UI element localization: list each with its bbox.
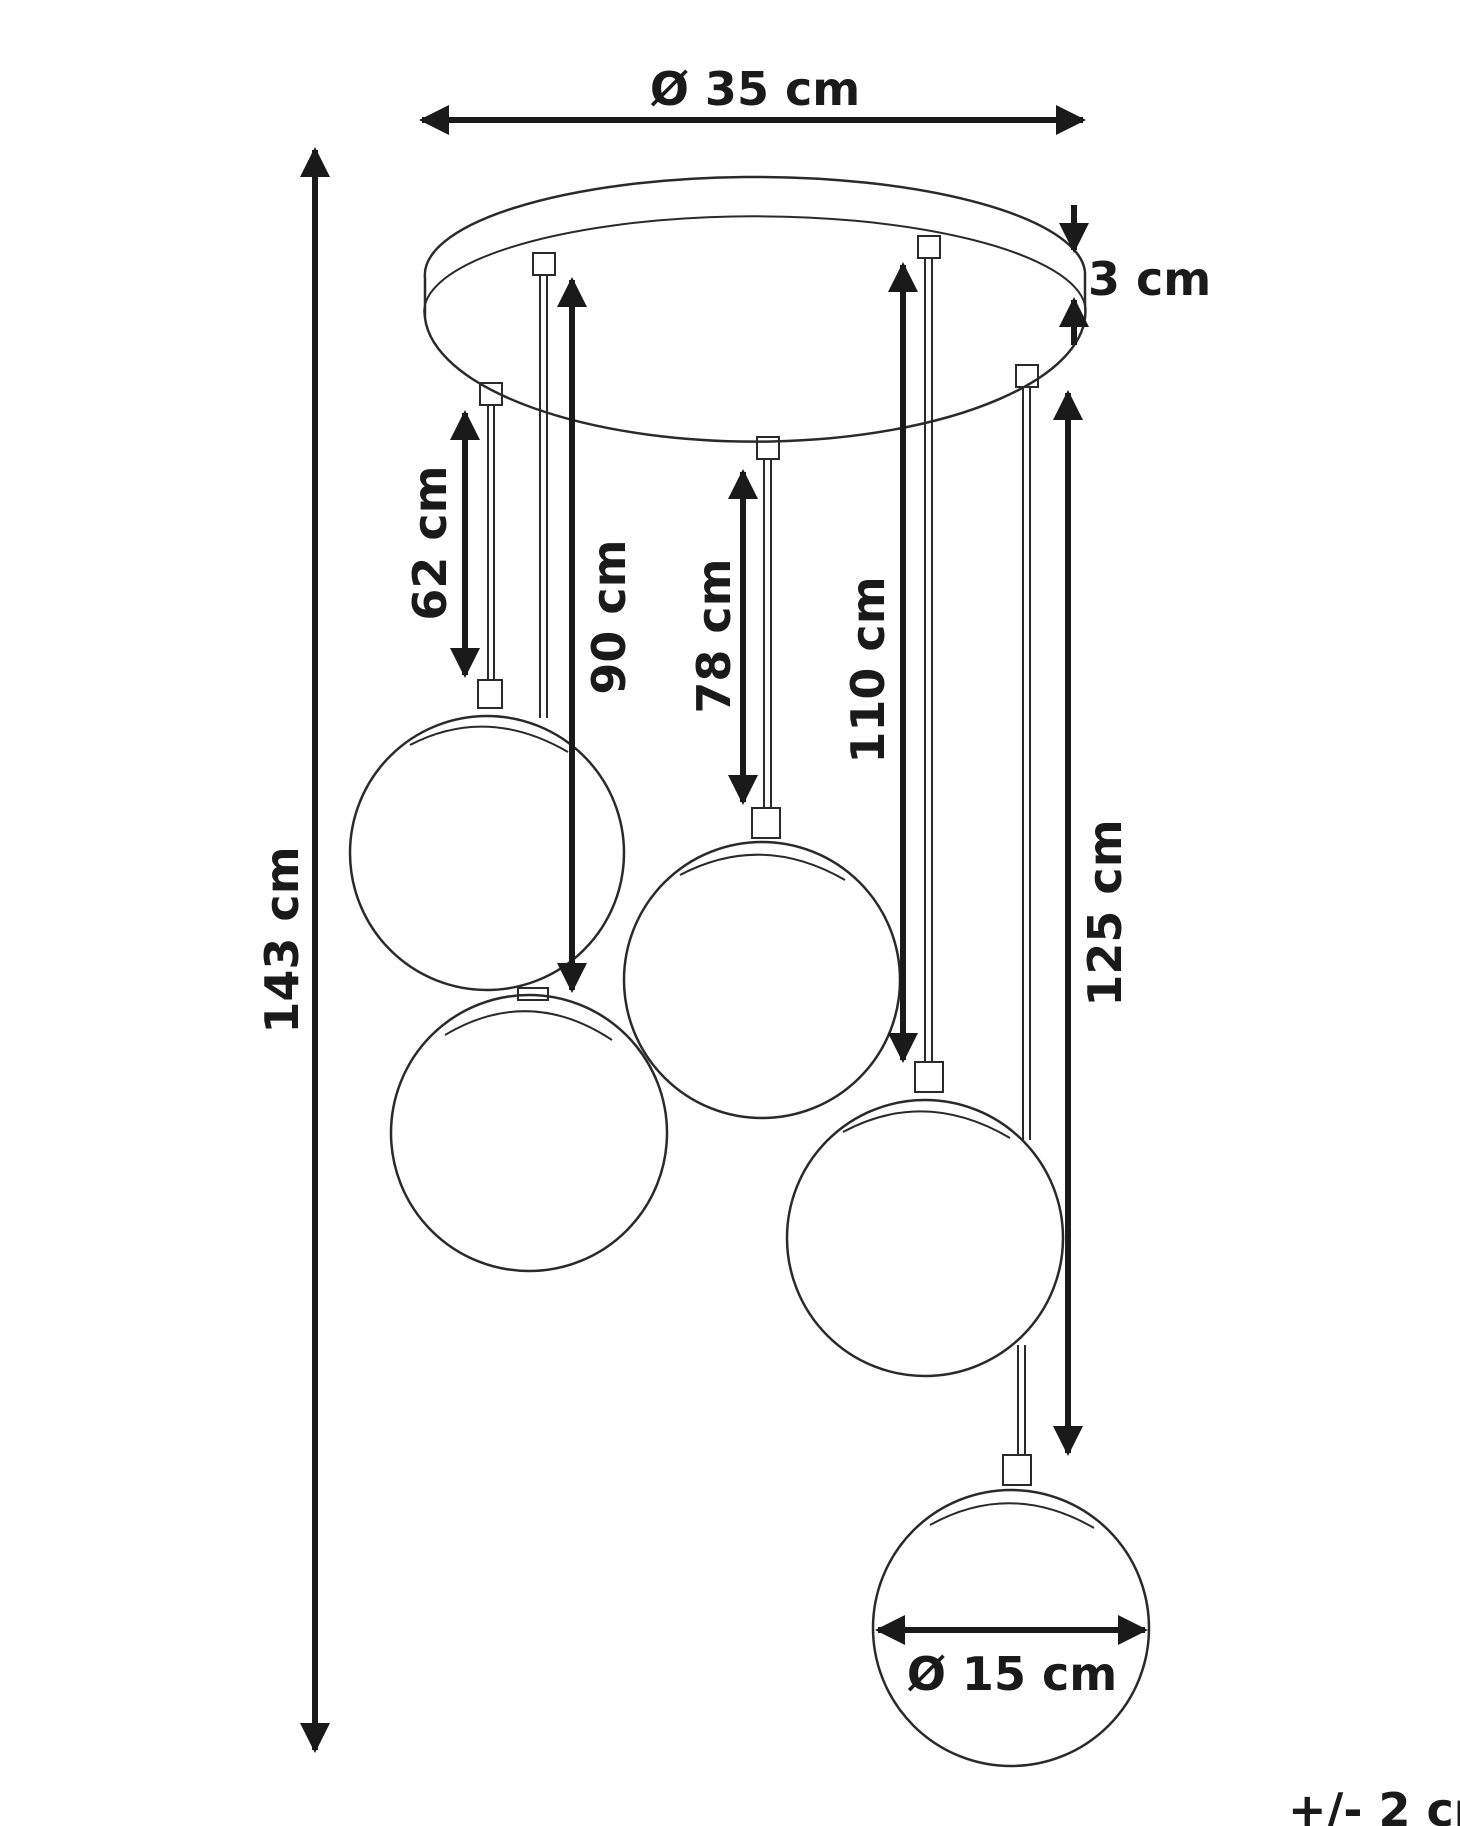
pendant-4 bbox=[785, 235, 1065, 1378]
drop-4-label: 110 cm bbox=[841, 576, 895, 763]
pendant-2 bbox=[389, 252, 669, 1273]
pendant-1 bbox=[348, 382, 626, 992]
total-height-label: 143 cm bbox=[255, 846, 309, 1033]
pendant-5 bbox=[871, 364, 1151, 1768]
globe-diameter-label: Ø 15 cm bbox=[907, 1647, 1117, 1701]
canopy-diameter-label: Ø 35 cm bbox=[650, 62, 860, 116]
drop-2-label: 90 cm bbox=[582, 539, 636, 694]
pendant-3 bbox=[622, 436, 902, 1120]
canopy-height-label: 3 cm bbox=[1088, 252, 1211, 306]
drop-5-label: 125 cm bbox=[1078, 819, 1132, 1006]
drop-3-label: 78 cm bbox=[687, 558, 741, 713]
tolerance-label: +/- 2 cm bbox=[1288, 1783, 1460, 1826]
canopy bbox=[423, 175, 1087, 443]
drop-1-label: 62 cm bbox=[403, 465, 457, 620]
